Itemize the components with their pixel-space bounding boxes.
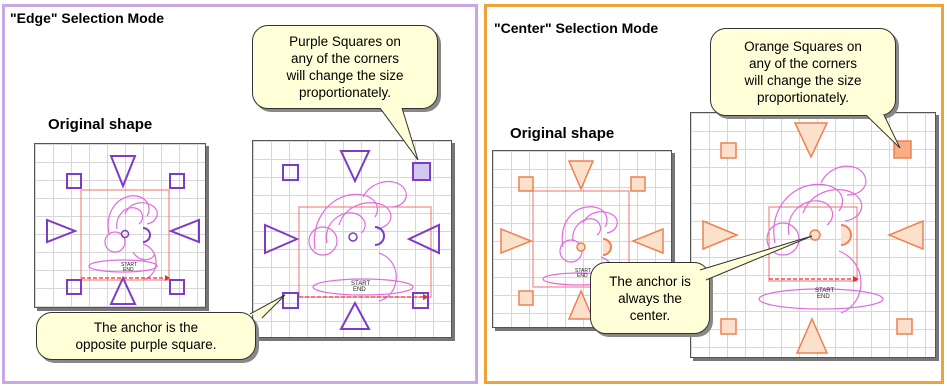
edge-handle-right [889, 221, 923, 249]
edge-handle-top [795, 123, 827, 157]
callout-line: Purple Squares on [286, 33, 403, 50]
callout-line: center. [609, 307, 691, 324]
end-text: END [353, 287, 366, 293]
edge-resized-shape-card: START END [252, 140, 452, 338]
end-text: END [123, 268, 134, 273]
edge-anchor-callout: The anchor is the opposite purple square… [36, 312, 256, 360]
corner-handle-tr-highlighted [894, 141, 911, 158]
callout-line: will change the size [744, 72, 862, 89]
callout-line: opposite purple square. [75, 336, 216, 353]
edge-original-shape-drawing [35, 144, 205, 307]
corner-handle-tl [519, 177, 533, 191]
callout-line: proportionately. [744, 89, 862, 106]
edge-handle-left [501, 229, 531, 253]
edge-original-shape-card: START END [34, 143, 206, 308]
corner-handle-bl [721, 319, 736, 334]
callout-line: Orange Squares on [744, 38, 862, 55]
corner-handle-tl [67, 174, 81, 188]
corner-handle-tl [283, 165, 298, 180]
corner-handle-bl [67, 280, 81, 294]
callout-line: any of the corners [286, 50, 403, 67]
corner-handle-br [413, 293, 428, 308]
edge-handle-top [111, 156, 135, 186]
center-anchor-callout: The anchor is always the center. [590, 262, 710, 334]
callout-line: always the [609, 290, 691, 307]
corner-handle-tl [721, 143, 736, 158]
corner-handle-br [170, 280, 184, 294]
callout-line: The anchor is the [75, 319, 216, 336]
corner-handle-bl [519, 291, 533, 305]
center-corner-callout: Orange Squares on any of the corners wil… [710, 28, 896, 116]
edge-corner-callout: Purple Squares on any of the corners wil… [252, 25, 438, 109]
edge-original-label: Original shape [48, 116, 152, 133]
center-resized-shape-drawing [691, 113, 935, 357]
edge-handle-right [633, 229, 663, 253]
edge-handle-bottom [797, 319, 827, 353]
edge-handle-top [569, 161, 593, 189]
corner-handle-tr [170, 174, 184, 188]
edge-handle-bottom [341, 303, 369, 329]
end-text: END [817, 294, 830, 300]
edge-mode-title: "Edge" Selection Mode [10, 10, 164, 26]
edge-resized-shape-drawing [253, 141, 451, 337]
callout-line: The anchor is [609, 273, 691, 290]
edge-handle-right [171, 220, 199, 242]
corner-handle-bl-anchor [283, 293, 298, 308]
edge-handle-left [265, 225, 297, 253]
edge-handle-left [47, 220, 75, 242]
edge-handle-top [341, 151, 369, 181]
callout-line: will change the size [286, 67, 403, 84]
corner-handle-tr [631, 177, 645, 191]
end-text: END [577, 274, 588, 279]
center-resized-shape-card: START END [690, 112, 936, 358]
center-original-label: Original shape [510, 125, 614, 142]
edge-handle-bottom [111, 278, 135, 304]
corner-handle-br [897, 319, 912, 334]
callout-line: any of the corners [744, 55, 862, 72]
edge-handle-right [409, 225, 439, 253]
edge-handle-left [703, 221, 737, 249]
callout-line: proportionately. [286, 84, 403, 101]
center-mode-title: "Center" Selection Mode [494, 20, 658, 36]
corner-handle-tr-highlighted [413, 163, 430, 180]
